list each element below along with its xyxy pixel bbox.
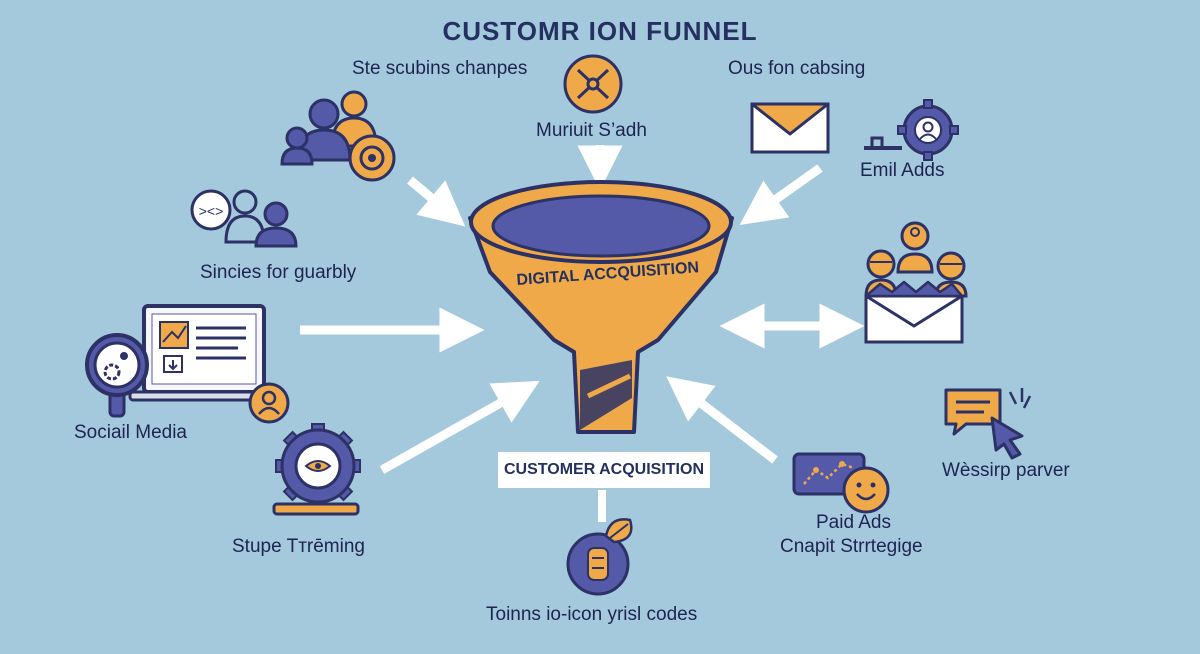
label-left-upper: Sincies for guarbly [200,262,357,283]
customer-acquisition-box: CUSTOMER ACQUISITION [498,452,710,488]
label-email-ads: Emil Adds [860,160,945,181]
label-right-lower: Wèssirp parver [942,460,1070,481]
user-badge-icon [248,382,290,424]
leaf-icon [604,518,633,544]
label-bottom-center: Toinns io-icon yrisl codes [486,604,698,625]
arrow-bottom-left [379,380,540,474]
label-paid-ads-sub: Cnapit Strrtegige [780,536,923,557]
open-envelope-icon [864,280,964,344]
compass-icon [563,54,623,114]
email-user-icon [864,99,959,161]
label-top-center: Muriuit S’adh [536,120,647,141]
team-compare-icon: ><> [190,189,298,248]
funnel-icon [468,180,734,434]
flow-arrows [300,145,865,522]
label-top-right: Ous fon cabsing [728,58,866,79]
page-title: CUSTOMR ION FUNNEL [442,16,758,46]
chat-bubble-icon [944,388,1002,436]
smiley-badge-icon [842,466,890,514]
gear-eye-icon [272,423,361,516]
arrow-top-right [739,164,823,226]
coin-icon [566,532,630,596]
label-left-lower: Stupe Tтrēming [232,536,365,557]
arrow-bottom-right [666,376,778,464]
envelope-icon [750,102,830,154]
laptop-chart-icon [128,304,282,402]
magnifier-gear-icon [85,333,149,418]
label-paid-ads: Paid Ads [816,512,891,533]
svg-text:><>: ><> [199,203,224,219]
label-social-media: Sociail Media [74,422,187,443]
label-top-left: Ste scubins chanpes [352,58,528,79]
cursor-icon [990,388,1032,460]
arrow-top-left [407,176,466,227]
people-group-icon [280,90,396,182]
